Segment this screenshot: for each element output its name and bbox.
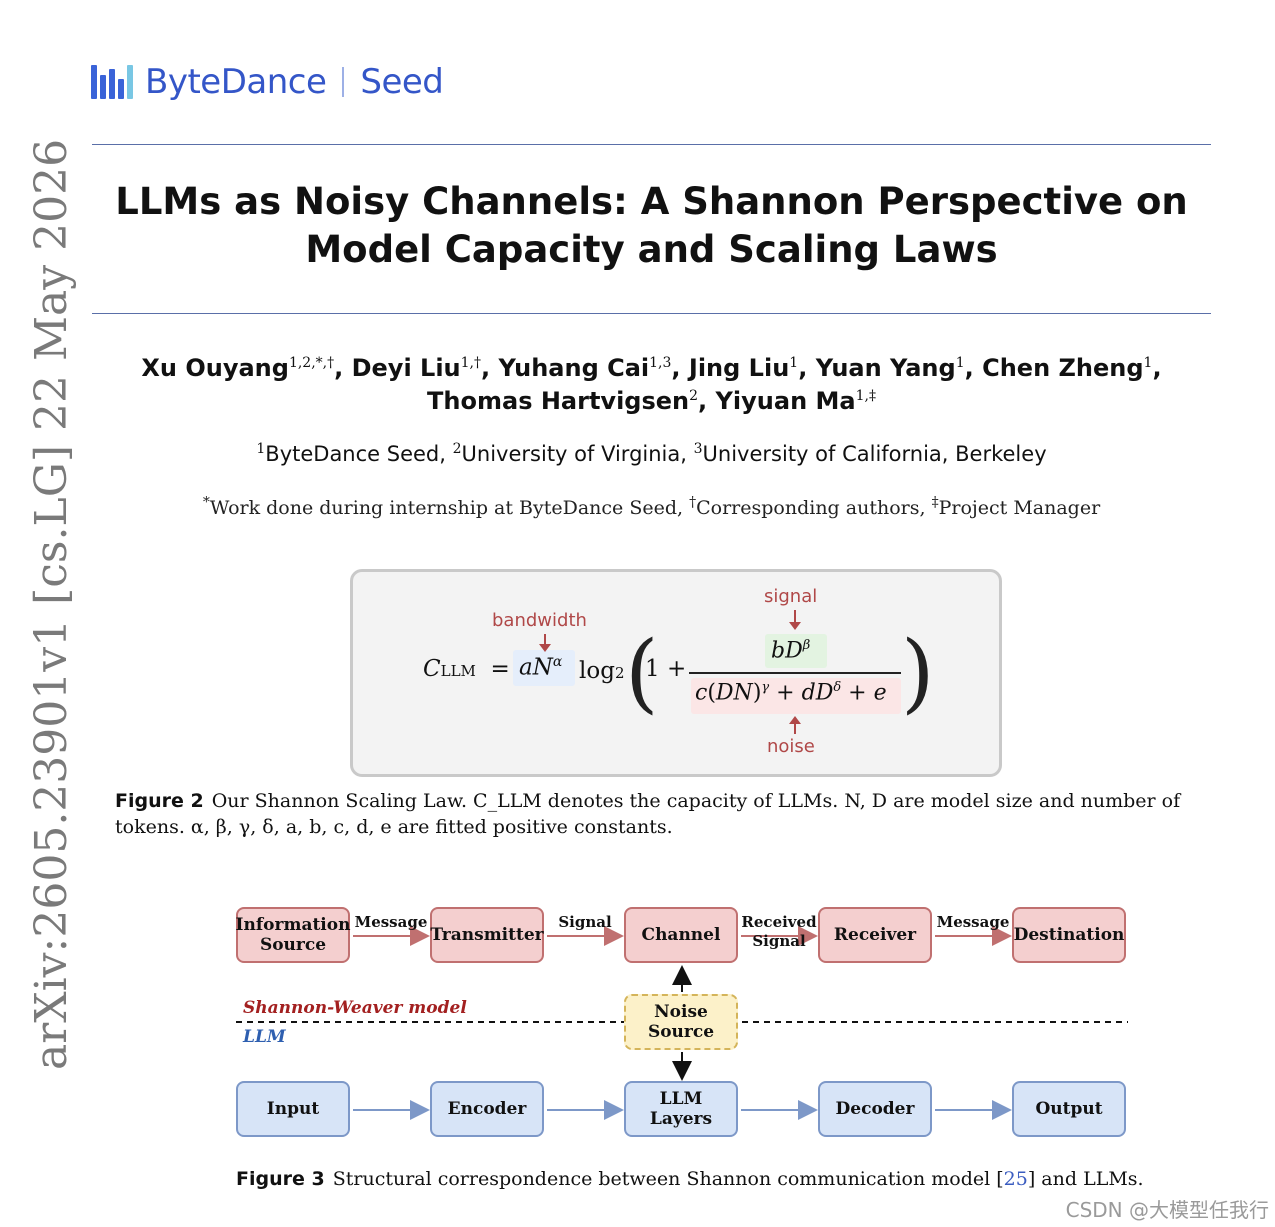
author-marks: 1 <box>1143 355 1153 371</box>
node-receiver: Receiver <box>818 907 932 963</box>
node-destination: Destination <box>1012 907 1126 963</box>
model-label-shannon: Shannon-Weaver model <box>243 998 467 1018</box>
author-list: Xu Ouyang1,2,*,†, Deyi Liu1,†, Yuhang Ca… <box>92 352 1211 418</box>
node-channel: Channel <box>624 907 738 963</box>
author-name: Yiyuan Ma <box>715 387 856 415</box>
author-name: Yuan Yang <box>815 354 956 382</box>
formula-bandwidth-term: aNα <box>519 654 563 681</box>
formula-lhs: CLLM = <box>423 656 510 682</box>
author-line-1: Xu Ouyang1,2,*,†, Deyi Liu1,†, Yuhang Ca… <box>141 354 1162 382</box>
author-name: Jing Liu <box>688 354 790 382</box>
csdn-watermark: CSDN @大模型任我行 <box>1065 1198 1269 1222</box>
affil-mark: 1 <box>256 441 266 457</box>
figure-2-formula-box: bandwidth signal noise CLLM = aNα log2 (… <box>350 569 1002 777</box>
noise-annotation: noise <box>767 736 815 757</box>
node-llm-layers: LLM Layers <box>624 1081 738 1137</box>
signal-highlight <box>765 634 827 668</box>
edge-label-message-2: Message <box>936 913 1010 931</box>
figure-3-caption-text-before: Structural correspondence between Shanno… <box>332 1168 1004 1190</box>
author-marks: 1 <box>789 355 799 371</box>
formula-log: log2 <box>579 658 625 684</box>
figure-3-caption-text-after: ] and LLMs. <box>1027 1168 1144 1190</box>
signal-arrow-icon <box>789 610 801 630</box>
author-marks: 1,† <box>460 355 481 371</box>
affil-mark: 2 <box>452 441 462 457</box>
formula-one-plus: 1 + <box>645 656 687 682</box>
author-marks: 2 <box>689 388 699 404</box>
edge-label-signal: Signal <box>558 913 612 931</box>
formula-noise-term: c(DN)γ + dDδ + e <box>695 680 887 706</box>
left-paren: ( <box>625 623 659 723</box>
node-noise-source: Noise Source <box>624 994 738 1050</box>
right-paren: ) <box>901 623 935 723</box>
paper-title: LLMs as Noisy Channels: A Shannon Perspe… <box>92 178 1211 274</box>
author-marks: 1 <box>955 355 965 371</box>
note-mark: † <box>689 494 697 511</box>
figure-2-label: Figure 2 <box>115 790 204 812</box>
title-line-1: LLMs as Noisy Channels: A Shannon Perspe… <box>115 180 1188 223</box>
bytedance-seed-logo: ByteDance Seed <box>91 62 444 102</box>
edge-label-received-signal: Received Signal <box>741 913 817 950</box>
node-output: Output <box>1012 1081 1126 1137</box>
author-name: Deyi Liu <box>351 354 461 382</box>
author-notes: *Work done during internship at ByteDanc… <box>202 494 1101 519</box>
author-name: Xu Ouyang <box>141 354 289 382</box>
author-name: Yuhang Cai <box>498 354 650 382</box>
bandwidth-highlight <box>513 650 575 686</box>
affil-name: University of California, Berkeley <box>702 442 1047 466</box>
fraction-bar <box>689 672 901 674</box>
author-name: Thomas Hartvigsen <box>427 387 690 415</box>
figure-3-caption: Figure 3 Structural correspondence betwee… <box>236 1166 1236 1192</box>
note-mark: ‡ <box>931 494 939 511</box>
author-line-2: Thomas Hartvigsen2, Yiyuan Ma1,‡ <box>427 387 876 415</box>
citation-link[interactable]: 25 <box>1003 1168 1028 1190</box>
author-marks: 1,‡ <box>855 388 876 404</box>
product-name: Seed <box>360 62 444 102</box>
node-decoder: Decoder <box>818 1081 932 1137</box>
note-text: Project Manager <box>938 497 1101 519</box>
note-text: Work done during internship at ByteDance… <box>209 497 678 519</box>
affiliations: 1ByteDance Seed, 2University of Virginia… <box>256 441 1047 466</box>
logo-separator <box>342 67 345 97</box>
noise-highlight <box>691 678 901 714</box>
title-line-2: Model Capacity and Scaling Laws <box>305 228 998 271</box>
edge-label-message-1: Message <box>354 913 428 931</box>
figure-2-caption-text: Our Shannon Scaling Law. C_LLM denotes t… <box>115 790 1181 838</box>
bandwidth-annotation: bandwidth <box>492 610 587 631</box>
affil-mark: 3 <box>693 441 703 457</box>
bandwidth-arrow-icon <box>539 634 551 652</box>
figure-3-label: Figure 3 <box>236 1168 325 1190</box>
model-label-llm: LLM <box>243 1027 286 1047</box>
formula-signal-term: bDβ <box>771 638 811 664</box>
logo-bars-icon <box>91 65 133 99</box>
node-transmitter: Transmitter <box>430 907 544 963</box>
top-rule <box>92 144 1211 145</box>
node-information-source: Information Source <box>236 907 350 963</box>
note-mark: * <box>202 494 210 511</box>
author-marks: 1,2,*,† <box>288 355 335 371</box>
signal-annotation: signal <box>764 586 818 607</box>
note-text: Corresponding authors <box>696 497 920 519</box>
brand-name: ByteDance <box>145 62 327 102</box>
affil-name: University of Virginia <box>461 442 681 466</box>
author-marks: 1,3 <box>649 355 672 371</box>
author-name: Chen Zheng <box>982 354 1144 382</box>
affil-name: ByteDance Seed <box>265 442 440 466</box>
node-input: Input <box>236 1081 350 1137</box>
noise-arrow-icon <box>789 716 801 734</box>
title-bottom-rule <box>92 313 1211 314</box>
node-encoder: Encoder <box>430 1081 544 1137</box>
